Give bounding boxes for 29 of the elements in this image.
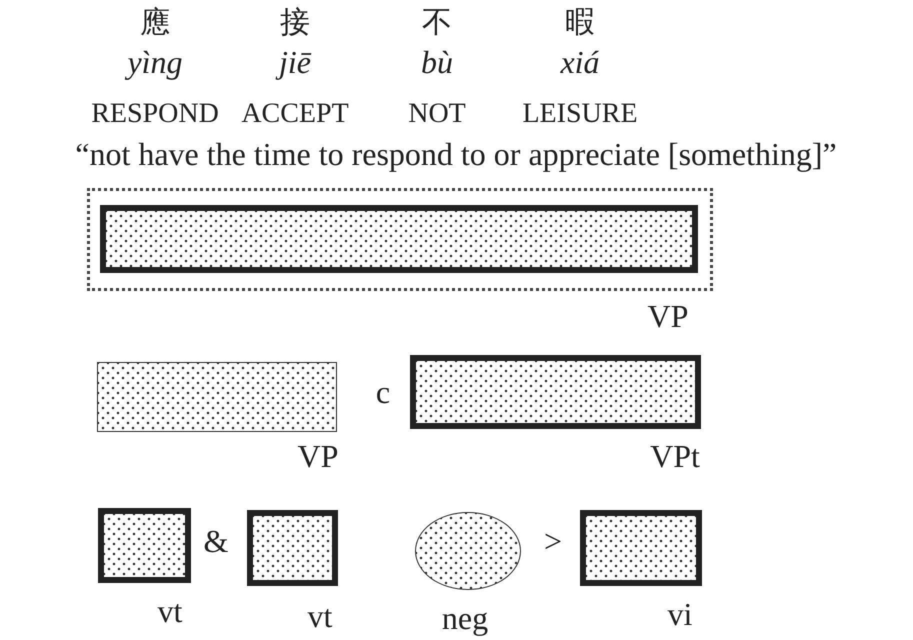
chinese-character: 不	[422, 8, 452, 38]
node-label: neg	[442, 602, 488, 634]
dotted-bar	[100, 205, 698, 273]
translation: “not have the time to respond to or appreciate [something]”	[75, 138, 837, 170]
dotted-box	[247, 510, 338, 586]
node-label: vt	[308, 600, 332, 632]
chinese-character: 暇	[565, 8, 595, 38]
chinese-character: 應	[140, 8, 170, 38]
dotted-box	[98, 508, 191, 583]
node-label: VP	[648, 300, 688, 332]
dotted-bar	[97, 362, 337, 432]
pinyin: bù	[421, 46, 453, 78]
gloss: RESPOND	[91, 100, 219, 128]
node-label: vi	[668, 598, 692, 630]
operator-symbol: c	[376, 376, 390, 408]
dotted-frame	[87, 188, 713, 291]
node-label: VP	[298, 440, 338, 472]
operator-symbol: &	[204, 525, 228, 557]
dotted-box	[580, 510, 702, 586]
dotted-bar	[410, 355, 701, 429]
chinese-character: 接	[280, 8, 310, 38]
node-label: VPt	[650, 440, 700, 472]
gloss: NOT	[408, 100, 466, 128]
gloss: LEISURE	[522, 100, 638, 128]
operator-symbol: >	[544, 525, 562, 557]
gloss: ACCEPT	[241, 100, 349, 128]
pinyin: yìng	[127, 46, 183, 78]
pinyin: xiá	[560, 46, 600, 78]
node-label: vt	[158, 595, 182, 627]
